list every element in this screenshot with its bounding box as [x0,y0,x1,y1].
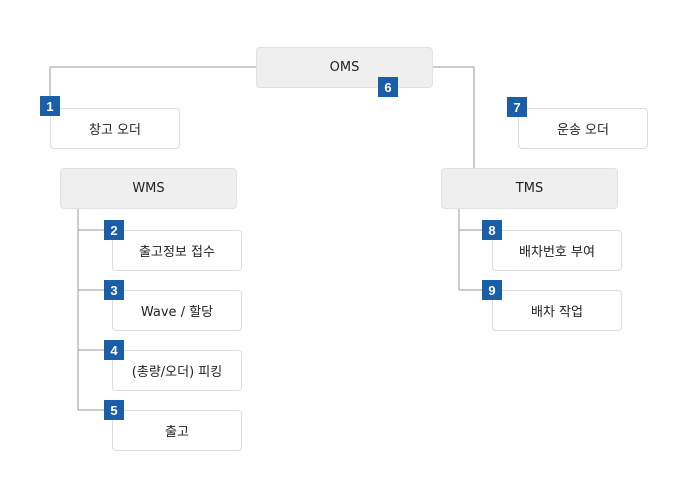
warehouse-order-node: 창고 오더 [50,108,180,149]
dispatch-work-step-badge: 9 [482,280,502,300]
shipping-info-receipt-label: 출고정보 접수 [139,245,215,260]
wave-allocation-label: Wave / 할당 [140,305,214,320]
picking-label: (총량/오더) 피킹 [131,365,223,380]
picking-node: (총량/오더) 피킹 [112,350,242,391]
shipment-step-badge: 5 [104,400,124,420]
shipping-info-receipt-step-badge: 2 [104,220,124,240]
connector-oms-warehouse-order [49,66,256,108]
oms-step-badge: 6 [378,77,398,97]
shipment-label: 출고 [165,425,189,440]
oms-node: OMS [256,47,433,88]
warehouse-order-step-badge: 1 [40,96,60,116]
wave-allocation-node: Wave / 할당 [112,290,242,331]
picking-step-badge: 4 [104,340,124,360]
oms-label: OMS [329,60,360,75]
wms-node: WMS [60,168,237,209]
dispatch-work-node: 배차 작업 [492,290,622,331]
dispatch-number-assign-step-badge: 8 [482,220,502,240]
dispatch-work-label: 배차 작업 [531,305,583,320]
tms-node: TMS [441,168,618,209]
tms-label: TMS [515,181,544,196]
transport-order-node: 운송 오더 [518,108,648,149]
shipping-info-receipt-node: 출고정보 접수 [112,230,242,271]
warehouse-order-label: 창고 오더 [89,123,141,138]
shipment-node: 출고 [112,410,242,451]
connector-oms-tms [433,66,475,168]
dispatch-number-assign-node: 배차번호 부여 [492,230,622,271]
wms-label: WMS [132,181,165,196]
transport-order-step-badge: 7 [507,97,527,117]
transport-order-label: 운송 오더 [557,123,609,138]
wave-allocation-step-badge: 3 [104,280,124,300]
dispatch-number-assign-label: 배차번호 부여 [519,245,595,260]
